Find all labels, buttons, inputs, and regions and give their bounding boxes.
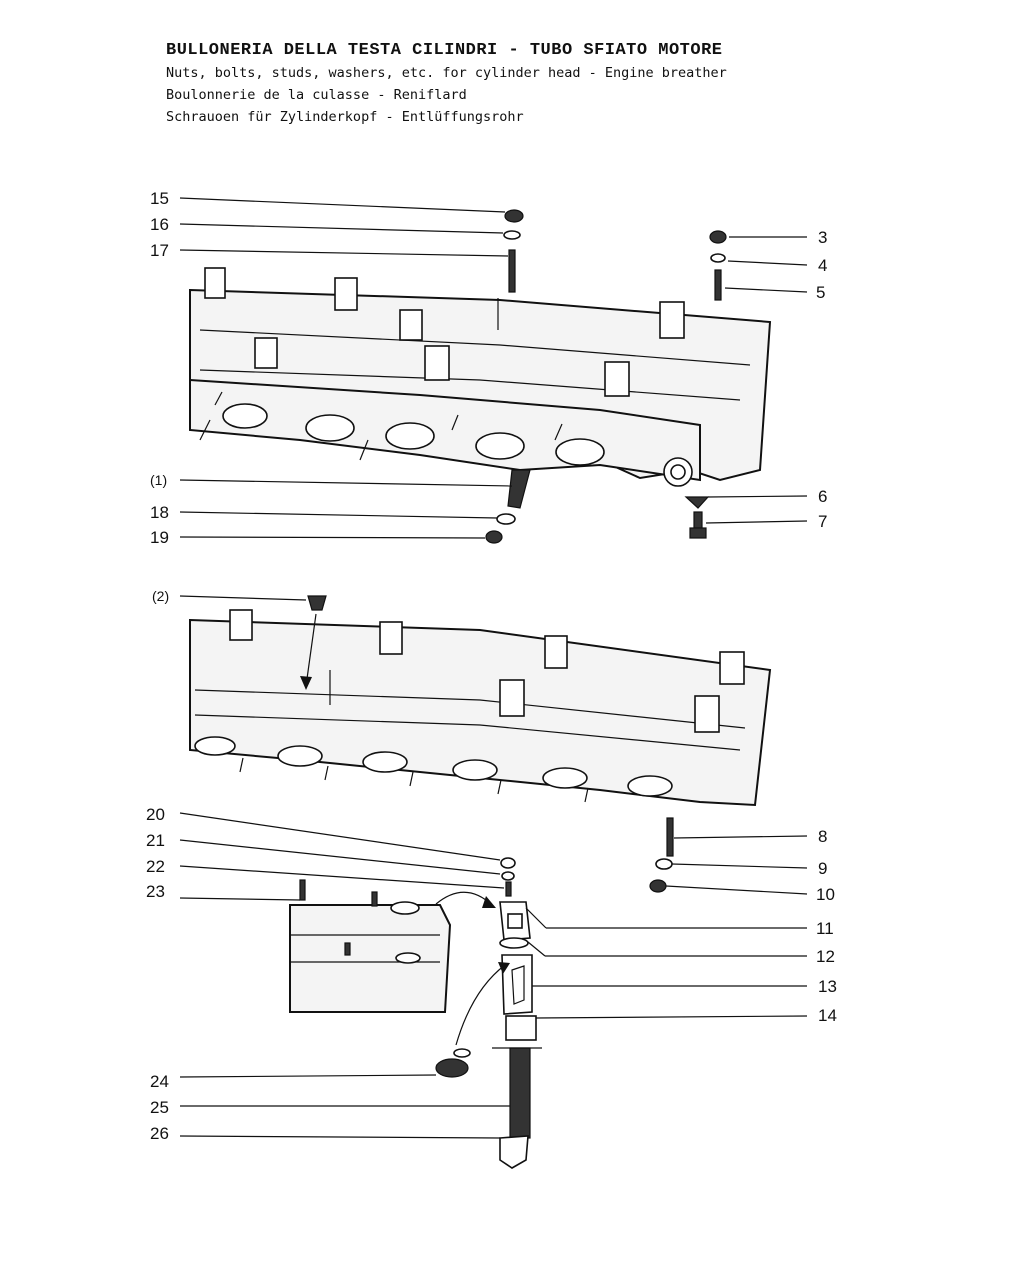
part-21-washer [501,871,515,881]
arrow-24 [455,964,506,1046]
callout-3: 3 [818,228,827,247]
callout-15: 15 [150,189,169,208]
callout-1: (1) [150,472,167,488]
part-1-stud [507,469,531,509]
callout-21: 21 [146,831,165,850]
callout-5: 5 [816,283,825,302]
callout-2: (2) [152,588,169,604]
breather-assembly [492,857,542,1169]
callout-8: 8 [818,827,827,846]
part-25-tube [509,1047,531,1139]
part-12-gasket [499,937,529,949]
callout-24: 24 [150,1072,169,1091]
part-10-nut [649,879,667,893]
part-26-clamp [499,1135,529,1169]
cylinder-head-lower [189,609,772,807]
callout-26: 26 [150,1124,169,1143]
part-22-stud [505,881,512,897]
callout-16: 16 [150,215,169,234]
inset-head-detail [289,879,496,1013]
callout-10: 10 [816,885,835,904]
callout-12: 12 [816,947,835,966]
callout-7: 7 [818,512,827,531]
callout-9: 9 [818,859,827,878]
part-16-washer [503,230,521,240]
part-6-washer [684,496,710,509]
callout-22: 22 [146,857,165,876]
title-english: Nuts, bolts, studs, washers, etc. for cy… [166,65,727,81]
part-24-cap [435,1058,469,1078]
callout-11: 11 [816,919,834,938]
callout-13: 13 [818,977,837,996]
callout-25: 25 [150,1098,169,1117]
callout-labels: 15 16 17 3 4 5 (1) 18 19 6 7 (2) 20 21 2… [146,189,837,1143]
callout-4: 4 [818,256,827,275]
callout-17: 17 [150,241,169,260]
title-german: Schrauoen für Zylinderkopf - Entlüffungs… [166,109,524,125]
part-2-plug [307,595,327,611]
callout-6: 6 [818,487,827,506]
arrow-2 [305,613,317,687]
cylinder-head-upper [189,267,772,487]
callout-18: 18 [150,503,169,522]
callout-14: 14 [818,1006,837,1025]
part-18-washer [496,513,516,525]
title-french: Boulonnerie de la culasse - Reniflard [166,87,467,103]
part-9-washer [655,858,673,870]
callout-19: 19 [150,528,169,547]
part-4-washer [710,253,726,263]
part-14-plate [505,1015,537,1041]
part-19-nut [485,530,503,544]
part-17-stud [508,249,516,293]
part-7-bolt-head [689,527,707,539]
upper-parts [485,209,727,544]
part-3-nut [709,230,727,244]
part-20-nut [500,857,516,869]
part-8-stud [666,817,674,857]
leader-lines [179,197,808,1139]
part-15-nut [504,209,524,223]
title-block: BULLONERIA DELLA TESTA CILINDRI - TUBO S… [166,40,727,128]
title-italian: BULLONERIA DELLA TESTA CILINDRI - TUBO S… [166,41,723,60]
part-5-stud [714,269,722,301]
callout-23: 23 [146,882,165,901]
part-7-bolt [693,511,703,529]
callout-20: 20 [146,805,165,824]
